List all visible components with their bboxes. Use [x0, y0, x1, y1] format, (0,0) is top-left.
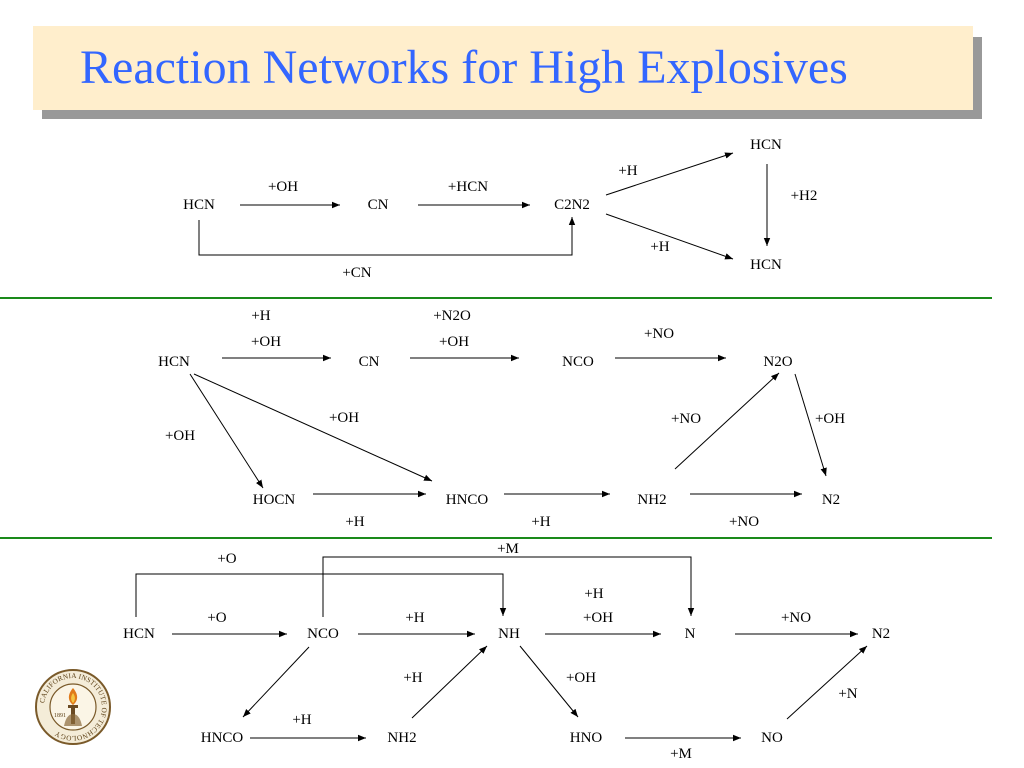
network-1: HCN CN C2N2 HCN HCN +OH +HCN +H +H2 +H +…: [183, 137, 817, 281]
node: HCN: [123, 626, 155, 642]
reaction-label: +OH: [268, 179, 298, 195]
reaction-label: +H: [292, 712, 311, 728]
node: HCN: [183, 197, 215, 213]
reaction-label: +M: [670, 746, 692, 762]
reaction-label: +NO: [781, 610, 811, 626]
reaction-label: +OH: [329, 410, 359, 426]
reaction-label: +H: [531, 514, 550, 530]
reaction-label: +H: [251, 308, 270, 324]
reaction-label: +H: [405, 610, 424, 626]
reaction-label: +NO: [644, 326, 674, 342]
node: NH2: [387, 730, 416, 746]
node: C2N2: [554, 197, 590, 213]
reaction-label: +NO: [729, 514, 759, 530]
reaction-label: +H: [403, 670, 422, 686]
reaction-arrow: [322, 556, 695, 617]
reaction-label: +N: [838, 686, 857, 702]
reaction-label: +H: [345, 514, 364, 530]
reaction-label: +H: [618, 163, 637, 179]
reaction-arrow: [135, 573, 507, 617]
reaction-label: +H: [584, 586, 603, 602]
network-2: HCN CN NCO N2O HOCN HNCO NH2 N2 +H +OH +…: [158, 308, 845, 530]
reaction-arrow: [242, 646, 310, 718]
reaction-label: +OH: [566, 670, 596, 686]
reaction-arrow: [198, 217, 576, 256]
node: N: [685, 626, 696, 642]
node: NO: [761, 730, 783, 746]
node: HNCO: [446, 492, 489, 508]
node: NCO: [307, 626, 339, 642]
node: CN: [368, 197, 389, 213]
node: N2: [872, 626, 890, 642]
reaction-arrow: [786, 645, 868, 720]
seal-year: 1891: [54, 713, 66, 719]
reaction-label: +O: [217, 551, 236, 567]
title-box: [33, 26, 973, 110]
node: HNCO: [201, 730, 244, 746]
caltech-seal-icon: CALIFORNIA INSTITUTE OF TECHNOLOGY 1891: [35, 669, 111, 745]
node: HNO: [570, 730, 603, 746]
section-divider-2: [0, 537, 992, 539]
reaction-arrow: [411, 645, 488, 719]
reaction-arrow: [605, 152, 734, 196]
node: NH2: [637, 492, 666, 508]
reaction-arrow: [519, 645, 579, 718]
reaction-label: +CN: [342, 265, 371, 281]
node: NCO: [562, 354, 594, 370]
node: N2: [822, 492, 840, 508]
reaction-label: +M: [497, 541, 519, 557]
reaction-label: +OH: [583, 610, 613, 626]
node: HOCN: [253, 492, 296, 508]
reaction-label: +OH: [251, 334, 281, 350]
reaction-label: +N2O: [433, 308, 471, 324]
reaction-arrow: [674, 372, 780, 470]
reaction-label: +OH: [439, 334, 469, 350]
node: HCN: [750, 137, 782, 153]
page-title: Reaction Networks for High Explosives: [80, 41, 848, 94]
reaction-label: +H: [650, 239, 669, 255]
node: HCN: [750, 257, 782, 273]
reaction-arrow: [794, 373, 827, 477]
reaction-label: +NO: [671, 411, 701, 427]
reaction-arrow: [193, 373, 433, 482]
reaction-label: +H2: [791, 188, 818, 204]
section-divider-1: [0, 297, 992, 299]
reaction-arrow: [189, 373, 264, 489]
reaction-label: +O: [207, 610, 226, 626]
node: HCN: [158, 354, 190, 370]
reaction-label: +OH: [165, 428, 195, 444]
network-3: HCN NCO NH N N2 HNCO NH2 HNO NO +O +M +O…: [123, 541, 890, 762]
node: NH: [498, 626, 520, 642]
reaction-label: +OH: [815, 411, 845, 427]
reaction-arrow: [605, 213, 734, 260]
node: CN: [359, 354, 380, 370]
node: N2O: [763, 354, 792, 370]
reaction-label: +HCN: [448, 179, 488, 195]
